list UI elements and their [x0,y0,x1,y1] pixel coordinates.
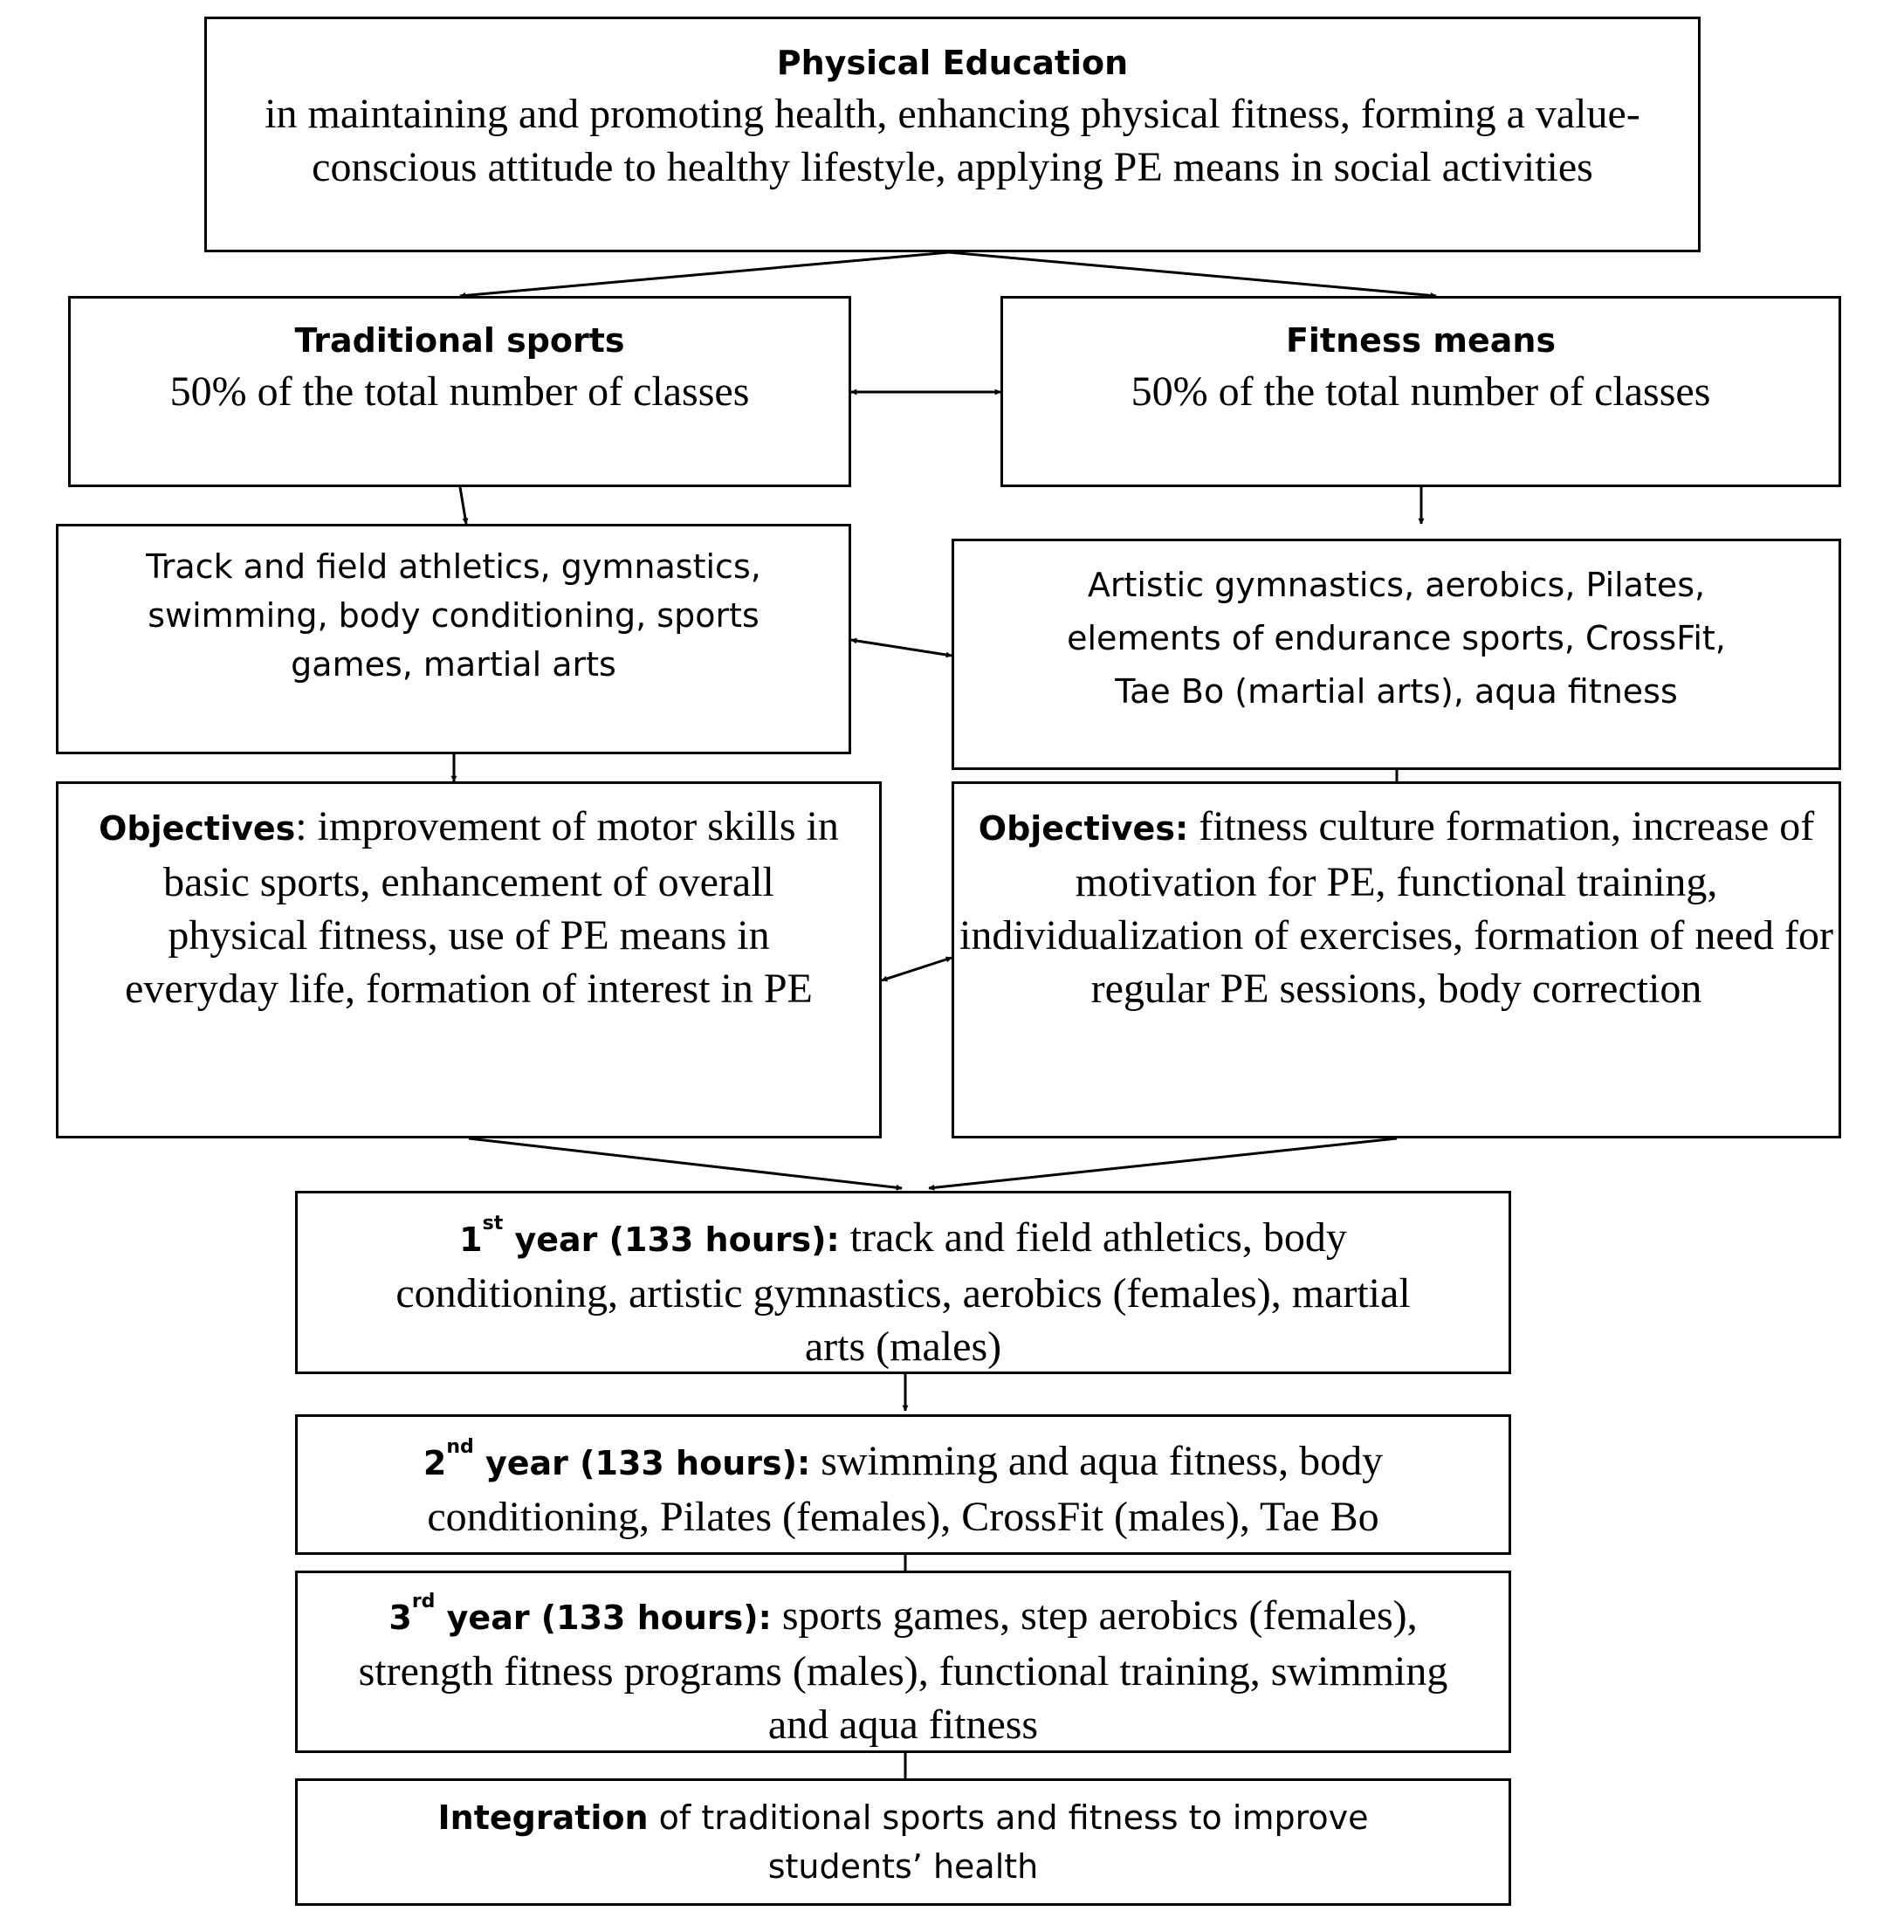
arrow-top-to-fitness [948,251,1437,299]
traditional-objectives-label: Objectives [99,809,296,848]
year-2-label: 2nd year (133 hours): [423,1436,811,1483]
fitness-objectives-text: fitness culture formation, increase of m… [959,803,1833,1012]
year-3-label: 3rd year (133 hours): [388,1591,772,1638]
fitness-means-share: 50% of the total number of classes [1131,368,1711,415]
arrow-trad-objectives-to-year1 [468,1137,903,1191]
year-1-box: 1st year (133 hours): track and field at… [295,1191,1511,1374]
year-3-box: 3rd year (133 hours): sports games, step… [295,1571,1511,1753]
physical-education-title: Physical Education [776,44,1129,82]
physical-education-box: Physical Education in maintaining and pr… [204,17,1701,252]
physical-education-description: in maintaining and promoting health, enh… [265,91,1640,190]
fitness-objectives-label: Objectives: [978,809,1189,848]
fitness-activities-text: Artistic gymnastics, aerobics, Pilates, … [1067,566,1726,711]
arrow-objectives-bidirectional [881,956,952,982]
arrow-traditional-to-activities [458,486,469,525]
fitness-activities-box: Artistic gymnastics, aerobics, Pilates, … [952,539,1841,770]
fitness-means-title: Fitness means [1285,321,1557,360]
traditional-objectives-text: : improvement of motor skills in basic s… [125,803,839,1012]
integration-label: Integration [437,1798,649,1837]
traditional-sports-share: 50% of the total number of classes [169,368,750,415]
traditional-objectives-box: Objectives: improvement of motor skills … [56,781,882,1138]
traditional-sports-title: Traditional sports [294,321,625,360]
fitness-objectives-box: Objectives: fitness culture formation, i… [952,781,1841,1138]
arrow-top-to-traditional [459,251,950,299]
traditional-activities-text: Track and field athletics, gymnastics, s… [146,547,761,684]
year-3-text: sports games, step aerobics (females), s… [358,1592,1448,1748]
integration-text: of traditional sports and fitness to imp… [648,1798,1369,1886]
traditional-activities-box: Track and field athletics, gymnastics, s… [56,524,851,754]
fitness-means-box: Fitness means 50% of the total number of… [1000,296,1841,487]
year-2-text: swimming and aqua fitness, body conditio… [427,1438,1384,1540]
year-2-box: 2nd year (133 hours): swimming and aqua … [295,1414,1511,1555]
year-1-label: 1st year (133 hours): [459,1213,840,1260]
traditional-sports-box: Traditional sports 50% of the total numb… [68,296,851,487]
arrow-fit-objectives-to-year1 [928,1137,1398,1191]
year-1-text: track and field athletics, body conditio… [395,1214,1411,1370]
integration-box: Integration of traditional sports and fi… [295,1778,1511,1906]
arrow-activities-bidirectional [850,637,952,658]
